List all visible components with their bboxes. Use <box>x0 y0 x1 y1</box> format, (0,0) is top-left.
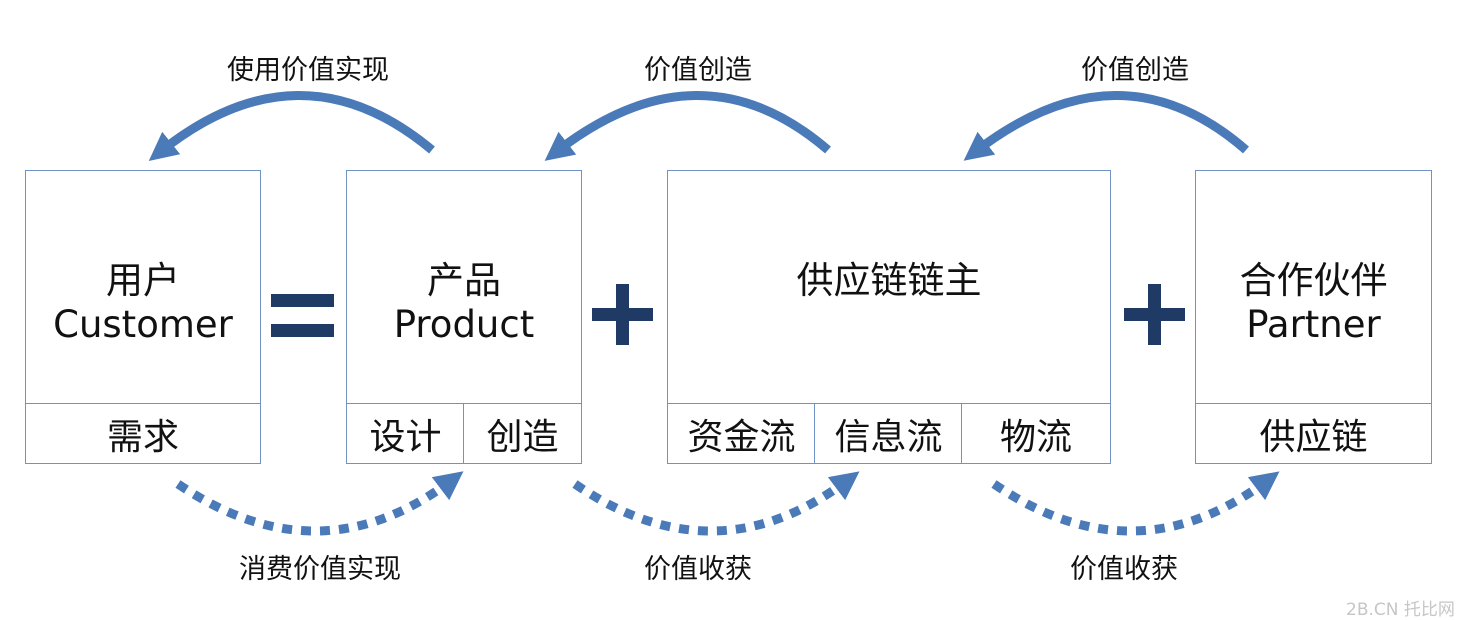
chain-cell-information-flow: 信息流 <box>814 403 963 464</box>
arrow-top-chain-to-product <box>544 91 831 161</box>
arrow-bottom-product-to-chain <box>572 471 860 536</box>
partner-title-zh: 合作伙伴 <box>1239 259 1388 302</box>
product-title-en: Product <box>393 303 535 346</box>
arrow-bottom-user-to-product <box>175 471 464 536</box>
plus-operator-2 <box>1124 284 1185 345</box>
watermark: 2B.CN 托比网 <box>1346 600 1455 620</box>
product-cell-design: 设计 <box>346 403 465 464</box>
partner-cell-supply-chain: 供应链 <box>1195 403 1432 464</box>
chain-cell-logistics: 物流 <box>961 403 1111 464</box>
user-title-zh: 用户 <box>106 259 180 302</box>
chain-owner-title: 供应链链主 <box>796 259 982 302</box>
arrow-bottom-chain-to-partner <box>991 471 1280 536</box>
partner-title-en: Partner <box>1246 303 1381 346</box>
flow-label-value-harvest-1: 价值收获 <box>644 554 752 585</box>
chain-cell-capital-flow: 资金流 <box>667 403 816 464</box>
flow-label-value-creation-2: 价值创造 <box>1081 55 1189 86</box>
flow-label-value-harvest-2: 价值收获 <box>1070 554 1178 585</box>
plus-operator-1 <box>592 284 653 345</box>
arrow-top-product-to-user <box>148 91 435 161</box>
flow-label-consumption-value: 消费价值实现 <box>239 554 401 585</box>
flow-label-value-creation-1: 价值创造 <box>644 55 752 86</box>
equals-operator <box>271 294 334 338</box>
product-cell-create: 创造 <box>463 403 582 464</box>
arrow-top-partner-to-chain <box>963 91 1249 161</box>
user-title-en: Customer <box>53 303 233 346</box>
product-title-zh: 产品 <box>427 259 501 302</box>
user-cell-demand: 需求 <box>25 403 261 464</box>
flow-label-use-value: 使用价值实现 <box>227 55 389 86</box>
